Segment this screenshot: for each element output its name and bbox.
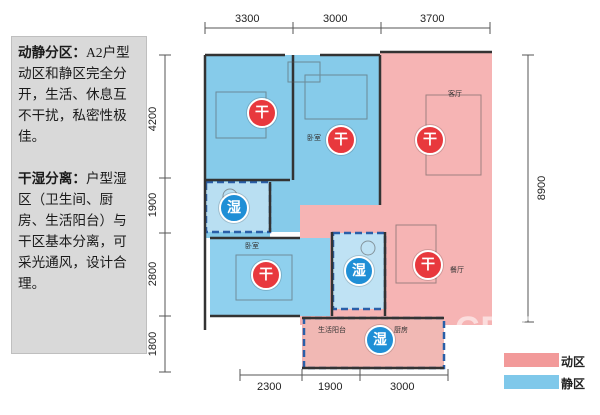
paragraph-wet-dry-body: 户型湿区（卫生间、厨房、生活阳台）与干区基本分离，可采光通风，设计合理。	[18, 171, 127, 291]
dim-left-2: 1900	[147, 192, 160, 218]
dimension-lines	[159, 22, 534, 381]
dim-top-3: 3700	[420, 13, 445, 25]
dim-bottom-1: 2300	[257, 381, 282, 393]
dry-badge: 干	[415, 125, 445, 155]
dry-badge: 干	[247, 98, 277, 128]
dim-left-3: 2800	[147, 261, 160, 287]
paragraph-zoning-body: A2户型动区和静区完全分开，生活、休息互不干扰，私密性极佳。	[18, 45, 130, 144]
dim-left-4: 1800	[147, 331, 160, 357]
paragraph-zoning-title: 动静分区：	[18, 45, 86, 60]
paragraph-wet-dry: 干湿分离：户型湿区（卫生间、厨房、生活阳台）与干区基本分离，可采光通风，设计合理…	[18, 168, 140, 294]
room-label-bedroom3: 卧室	[245, 241, 259, 250]
paragraph-wet-dry-title: 干湿分离：	[18, 171, 86, 186]
room-label-kitchen: 厨房	[394, 325, 408, 334]
room-label-bedroom2: 卧室	[307, 133, 321, 142]
room-label-balcony: 生活阳台	[318, 325, 346, 334]
cric-watermark: CRIC	[455, 310, 543, 348]
room-label-dining: 餐厅	[450, 265, 464, 274]
paragraph-zoning: 动静分区：A2户型动区和静区完全分开，生活、休息互不干扰，私密性极佳。	[18, 42, 140, 147]
wet-badge: 湿	[219, 193, 249, 223]
legend-quiet-label: 静区	[561, 377, 586, 391]
dry-badge: 干	[251, 260, 281, 290]
legend-quiet-swatch	[504, 375, 559, 389]
wet-badge: 湿	[344, 256, 374, 286]
dim-left-1: 4200	[147, 106, 160, 132]
dry-badge: 干	[413, 250, 443, 280]
walls	[203, 50, 492, 370]
description-panel: 动静分区：A2户型动区和静区完全分开，生活、休息互不干扰，私密性极佳。 干湿分离…	[11, 36, 147, 354]
dim-right-1: 8900	[536, 175, 549, 201]
dim-bottom-3: 3000	[390, 381, 415, 393]
dim-top-1: 3300	[235, 13, 260, 25]
dim-top-2: 3000	[323, 13, 348, 25]
legend-active-swatch	[504, 353, 559, 367]
legend-active-label: 动区	[561, 355, 586, 369]
room-label-living: 客厅	[448, 89, 462, 98]
dim-bottom-2: 1900	[318, 381, 343, 393]
wet-badge: 湿	[365, 325, 395, 355]
dry-badge: 干	[326, 125, 356, 155]
